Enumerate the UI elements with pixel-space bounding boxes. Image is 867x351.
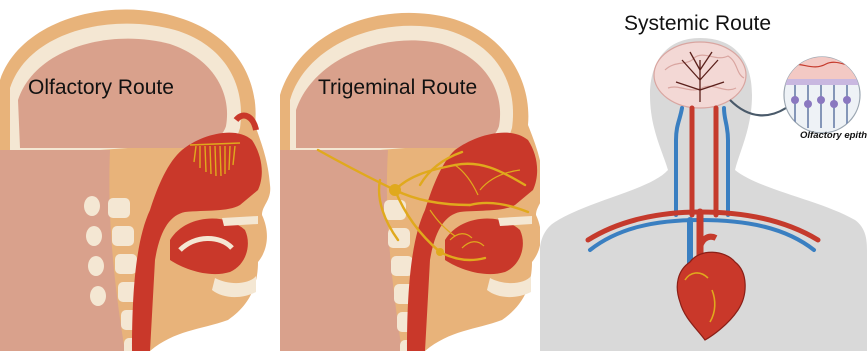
brain-icon — [654, 42, 746, 108]
olfactory-epithelium-label: Olfactory epitheliu — [800, 130, 867, 141]
olfactory-head-icon — [0, 10, 270, 351]
systemic-route-title: Systemic Route — [624, 12, 771, 36]
systemic-body-icon — [540, 38, 867, 351]
trigeminal-head-icon — [280, 13, 544, 351]
olfactory-route-title: Olfactory Route — [28, 76, 174, 100]
trigeminal-route-title: Trigeminal Route — [318, 76, 477, 100]
epithelium-inset-icon — [784, 57, 860, 133]
